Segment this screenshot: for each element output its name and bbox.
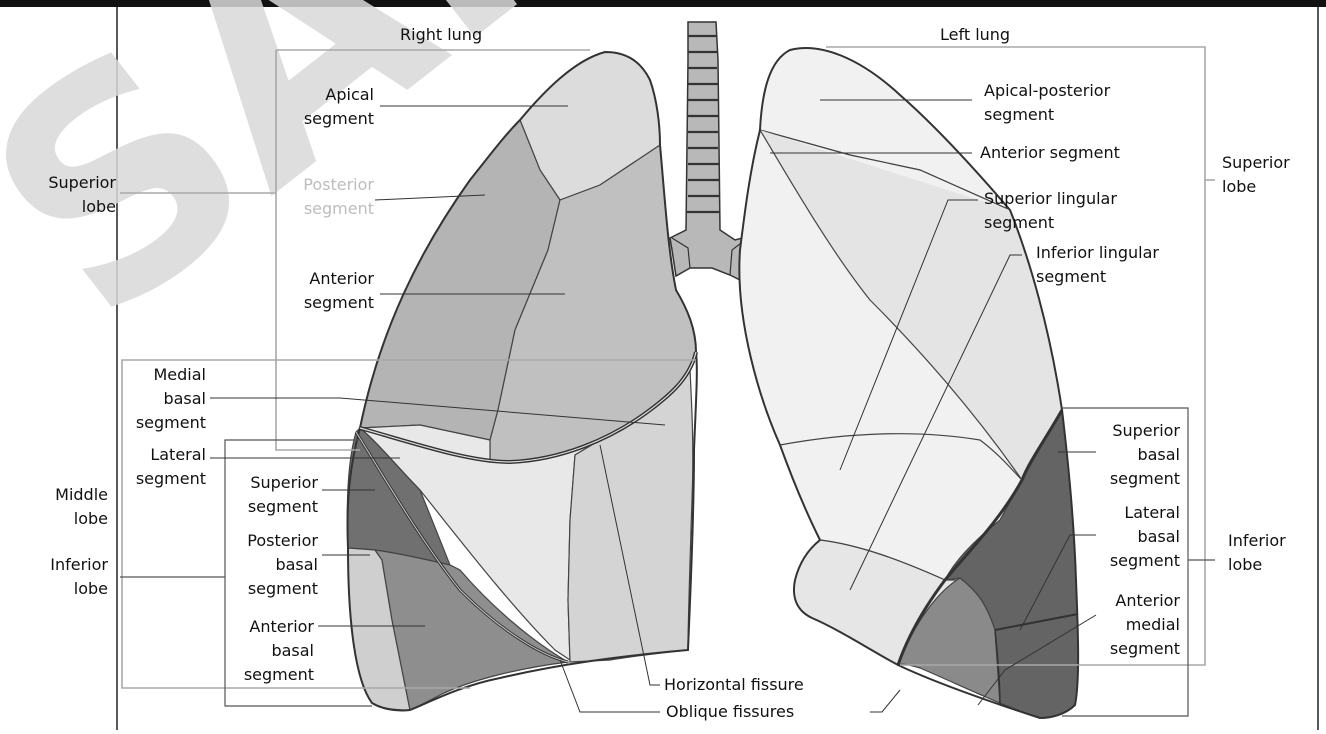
left-lateral-basal-label-2: basal [1137, 527, 1180, 546]
right-posterior-basal-label-2: basal [275, 555, 318, 574]
horizontal-fissure-label: Horizontal fissure [664, 675, 804, 694]
right-lateral-label-2: segment [136, 469, 206, 488]
left-lateral-basal-label-3: segment [1110, 551, 1180, 570]
left-superior-basal-label-3: segment [1110, 469, 1180, 488]
right-middle-lobe-label-2: lobe [74, 509, 108, 528]
left-anterior-medial-label-2: medial [1126, 615, 1180, 634]
right-anterior-basal-label-3: segment [244, 665, 314, 684]
left-inferior-lingular-label-2: segment [1036, 267, 1106, 286]
right-lung-title: Right lung [400, 25, 482, 44]
oblique-fissures-label: Oblique fissures [666, 702, 794, 721]
right-medial-basal-label-2: basal [163, 389, 206, 408]
right-apical-label-2: segment [304, 109, 374, 128]
left-superior-lingular-label-1: Superior lingular [984, 189, 1117, 208]
right-posterior-basal-label-3: segment [248, 579, 318, 598]
left-inferior-lobe-label-1: Inferior [1228, 531, 1286, 550]
right-anterior-label-2: segment [304, 293, 374, 312]
trachea [670, 22, 750, 280]
right-anterior-label-1: Anterior [309, 269, 374, 288]
left-superior-lobe-label-1: Superior [1222, 153, 1290, 172]
right-posterior-basal-label-1: Posterior [247, 531, 318, 550]
left-inferior-lobe-label-2: lobe [1228, 555, 1262, 574]
left-superior-basal-label-2: basal [1137, 445, 1180, 464]
left-inferior-lingular-label-1: Inferior lingular [1036, 243, 1159, 262]
right-inferior-lobe-label-1: Inferior [50, 555, 108, 574]
right-superior-lobe-label-1: Superior [48, 173, 116, 192]
right-superior-lobe-label-2: lobe [82, 197, 116, 216]
right-superior-seg-label-1: Superior [250, 473, 318, 492]
left-superior-lingular-label-2: segment [984, 213, 1054, 232]
left-superior-basal-label-1: Superior [1112, 421, 1180, 440]
left-lateral-basal-label-1: Lateral [1124, 503, 1180, 522]
left-anterior-medial-label-3: segment [1110, 639, 1180, 658]
left-anterior-medial-label-1: Anterior [1115, 591, 1180, 610]
left-lung-title: Left lung [940, 25, 1010, 44]
left-superior-lobe-label-2: lobe [1222, 177, 1256, 196]
right-medial-basal-label-3: segment [136, 413, 206, 432]
left-apical-posterior-label-2: segment [984, 105, 1054, 124]
right-apical-label-1: Apical [325, 85, 374, 104]
left-anterior-label: Anterior segment [980, 143, 1120, 162]
right-lateral-label-1: Lateral [150, 445, 206, 464]
right-medial-basal-label-1: Medial [154, 365, 207, 384]
right-anterior-basal-label-1: Anterior [249, 617, 314, 636]
left-apical-posterior-label-1: Apical-posterior [984, 81, 1111, 100]
right-inferior-lobe-label-2: lobe [74, 579, 108, 598]
right-anterior-basal-label-2: basal [271, 641, 314, 660]
right-superior-seg-label-2: segment [248, 497, 318, 516]
right-posterior-label-2: segment [304, 199, 374, 218]
right-posterior-label-1: Posterior [303, 175, 374, 194]
trachea-shape [670, 22, 750, 280]
right-middle-lobe-label-1: Middle [55, 485, 108, 504]
